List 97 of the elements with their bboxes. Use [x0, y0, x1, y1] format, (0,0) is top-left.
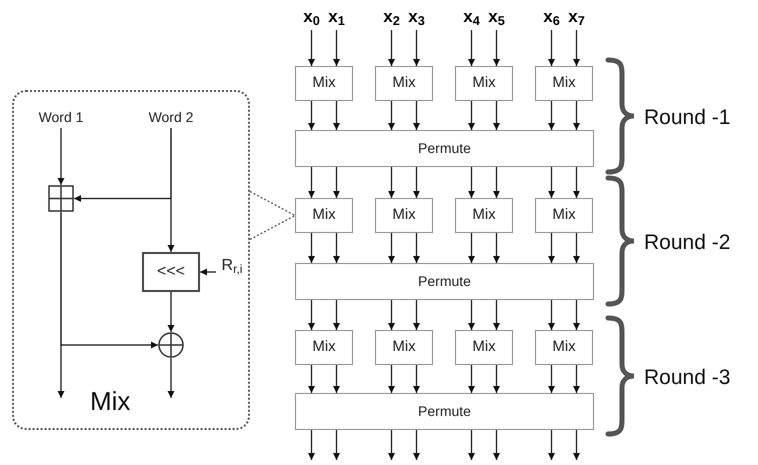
arrow: [548, 365, 555, 393]
arrow: [493, 430, 500, 460]
arrow: [413, 233, 420, 263]
arrow: [308, 167, 315, 198]
arrow: [548, 233, 555, 263]
arrow: [388, 101, 395, 130]
mix-box: Mix: [455, 66, 513, 101]
arrow: [493, 101, 500, 130]
arrow: [548, 300, 555, 330]
mix-box: Mix: [295, 330, 353, 365]
arrow: [548, 101, 555, 130]
xor-symbol: [158, 332, 184, 358]
arrow: [308, 430, 315, 460]
arrow: [308, 101, 315, 130]
input-label: x$_{4}$: [460, 4, 484, 30]
arrow: [468, 101, 475, 130]
arrow: [413, 167, 420, 198]
rotation-constant: R$_{r,i}$: [216, 254, 248, 278]
mix-box: Mix: [375, 198, 433, 233]
mix-box: Mix: [455, 330, 513, 365]
arrow: [333, 101, 340, 130]
arrow: [468, 365, 475, 393]
arrow: [388, 365, 395, 393]
arrow: [168, 358, 174, 398]
arrow: [468, 233, 475, 263]
arrow: [333, 233, 340, 263]
round-label: Round -2: [644, 230, 730, 256]
arrow: [58, 212, 64, 398]
arrow: [573, 167, 580, 198]
arrow: [333, 365, 340, 393]
panel-title: Mix: [90, 385, 130, 418]
arrow: [413, 430, 420, 460]
input-label: x$_{0}$: [300, 4, 324, 30]
mix-box: Mix: [375, 330, 433, 365]
mix-detail-panel: [12, 90, 250, 430]
arrow: [493, 365, 500, 393]
arrow: [573, 300, 580, 330]
mix-box: Mix: [295, 198, 353, 233]
arrow: [468, 30, 475, 66]
arrow: [58, 128, 64, 185]
permute-box: Permute: [295, 130, 594, 167]
mix-box: Mix: [535, 198, 593, 233]
mix-box: Mix: [535, 330, 593, 365]
mix-box: Mix: [295, 66, 353, 101]
arrow: [573, 30, 580, 66]
mix-box: Mix: [375, 66, 433, 101]
arrow: [548, 30, 555, 66]
arrow: [388, 30, 395, 66]
arrow: [388, 300, 395, 330]
arrow: [333, 430, 340, 460]
arrow: [413, 300, 420, 330]
arrow: [308, 365, 315, 393]
arrow: [333, 30, 340, 66]
arrow: [168, 128, 174, 252]
arrow: [548, 167, 555, 198]
mix-box: Mix: [535, 66, 593, 101]
arrow: [573, 430, 580, 460]
round-label: Round -3: [644, 365, 730, 391]
input-label: x$_{7}$: [564, 4, 588, 30]
arrow: [493, 300, 500, 330]
input-label: x$_{5}$: [484, 4, 508, 30]
arrow: [413, 365, 420, 393]
word-label: Word 2: [143, 106, 199, 128]
arrow: [493, 233, 500, 263]
arrow: [308, 30, 315, 66]
arrow: [468, 430, 475, 460]
arrow: [548, 430, 555, 460]
arrow: [493, 167, 500, 198]
arrow: [308, 233, 315, 263]
input-label: x$_{2}$: [380, 4, 404, 30]
word-label: Word 1: [31, 106, 91, 128]
mix-box: Mix: [455, 198, 513, 233]
arrow: [493, 30, 500, 66]
arrow: [413, 30, 420, 66]
arrow: [468, 167, 475, 198]
input-label: x$_{1}$: [324, 4, 348, 30]
arrow: [333, 300, 340, 330]
rotate-box: <<<: [142, 252, 200, 292]
arrow: [200, 268, 216, 276]
arrow: [308, 300, 315, 330]
arrow: [388, 233, 395, 263]
adder-symbol: [48, 185, 74, 212]
arrow: [468, 300, 475, 330]
arrow: [573, 101, 580, 130]
permute-box: Permute: [295, 393, 594, 430]
arrow: [333, 167, 340, 198]
arrow: [413, 101, 420, 130]
arrow: [388, 430, 395, 460]
round-label: Round -1: [644, 105, 730, 131]
arrow: [573, 365, 580, 393]
input-label: x$_{3}$: [404, 4, 428, 30]
arrow: [573, 233, 580, 263]
permute-box: Permute: [295, 263, 594, 300]
callout-line: [250, 190, 296, 240]
arrow: [388, 167, 395, 198]
input-label: x$_{6}$: [540, 4, 564, 30]
arrow: [168, 292, 174, 332]
